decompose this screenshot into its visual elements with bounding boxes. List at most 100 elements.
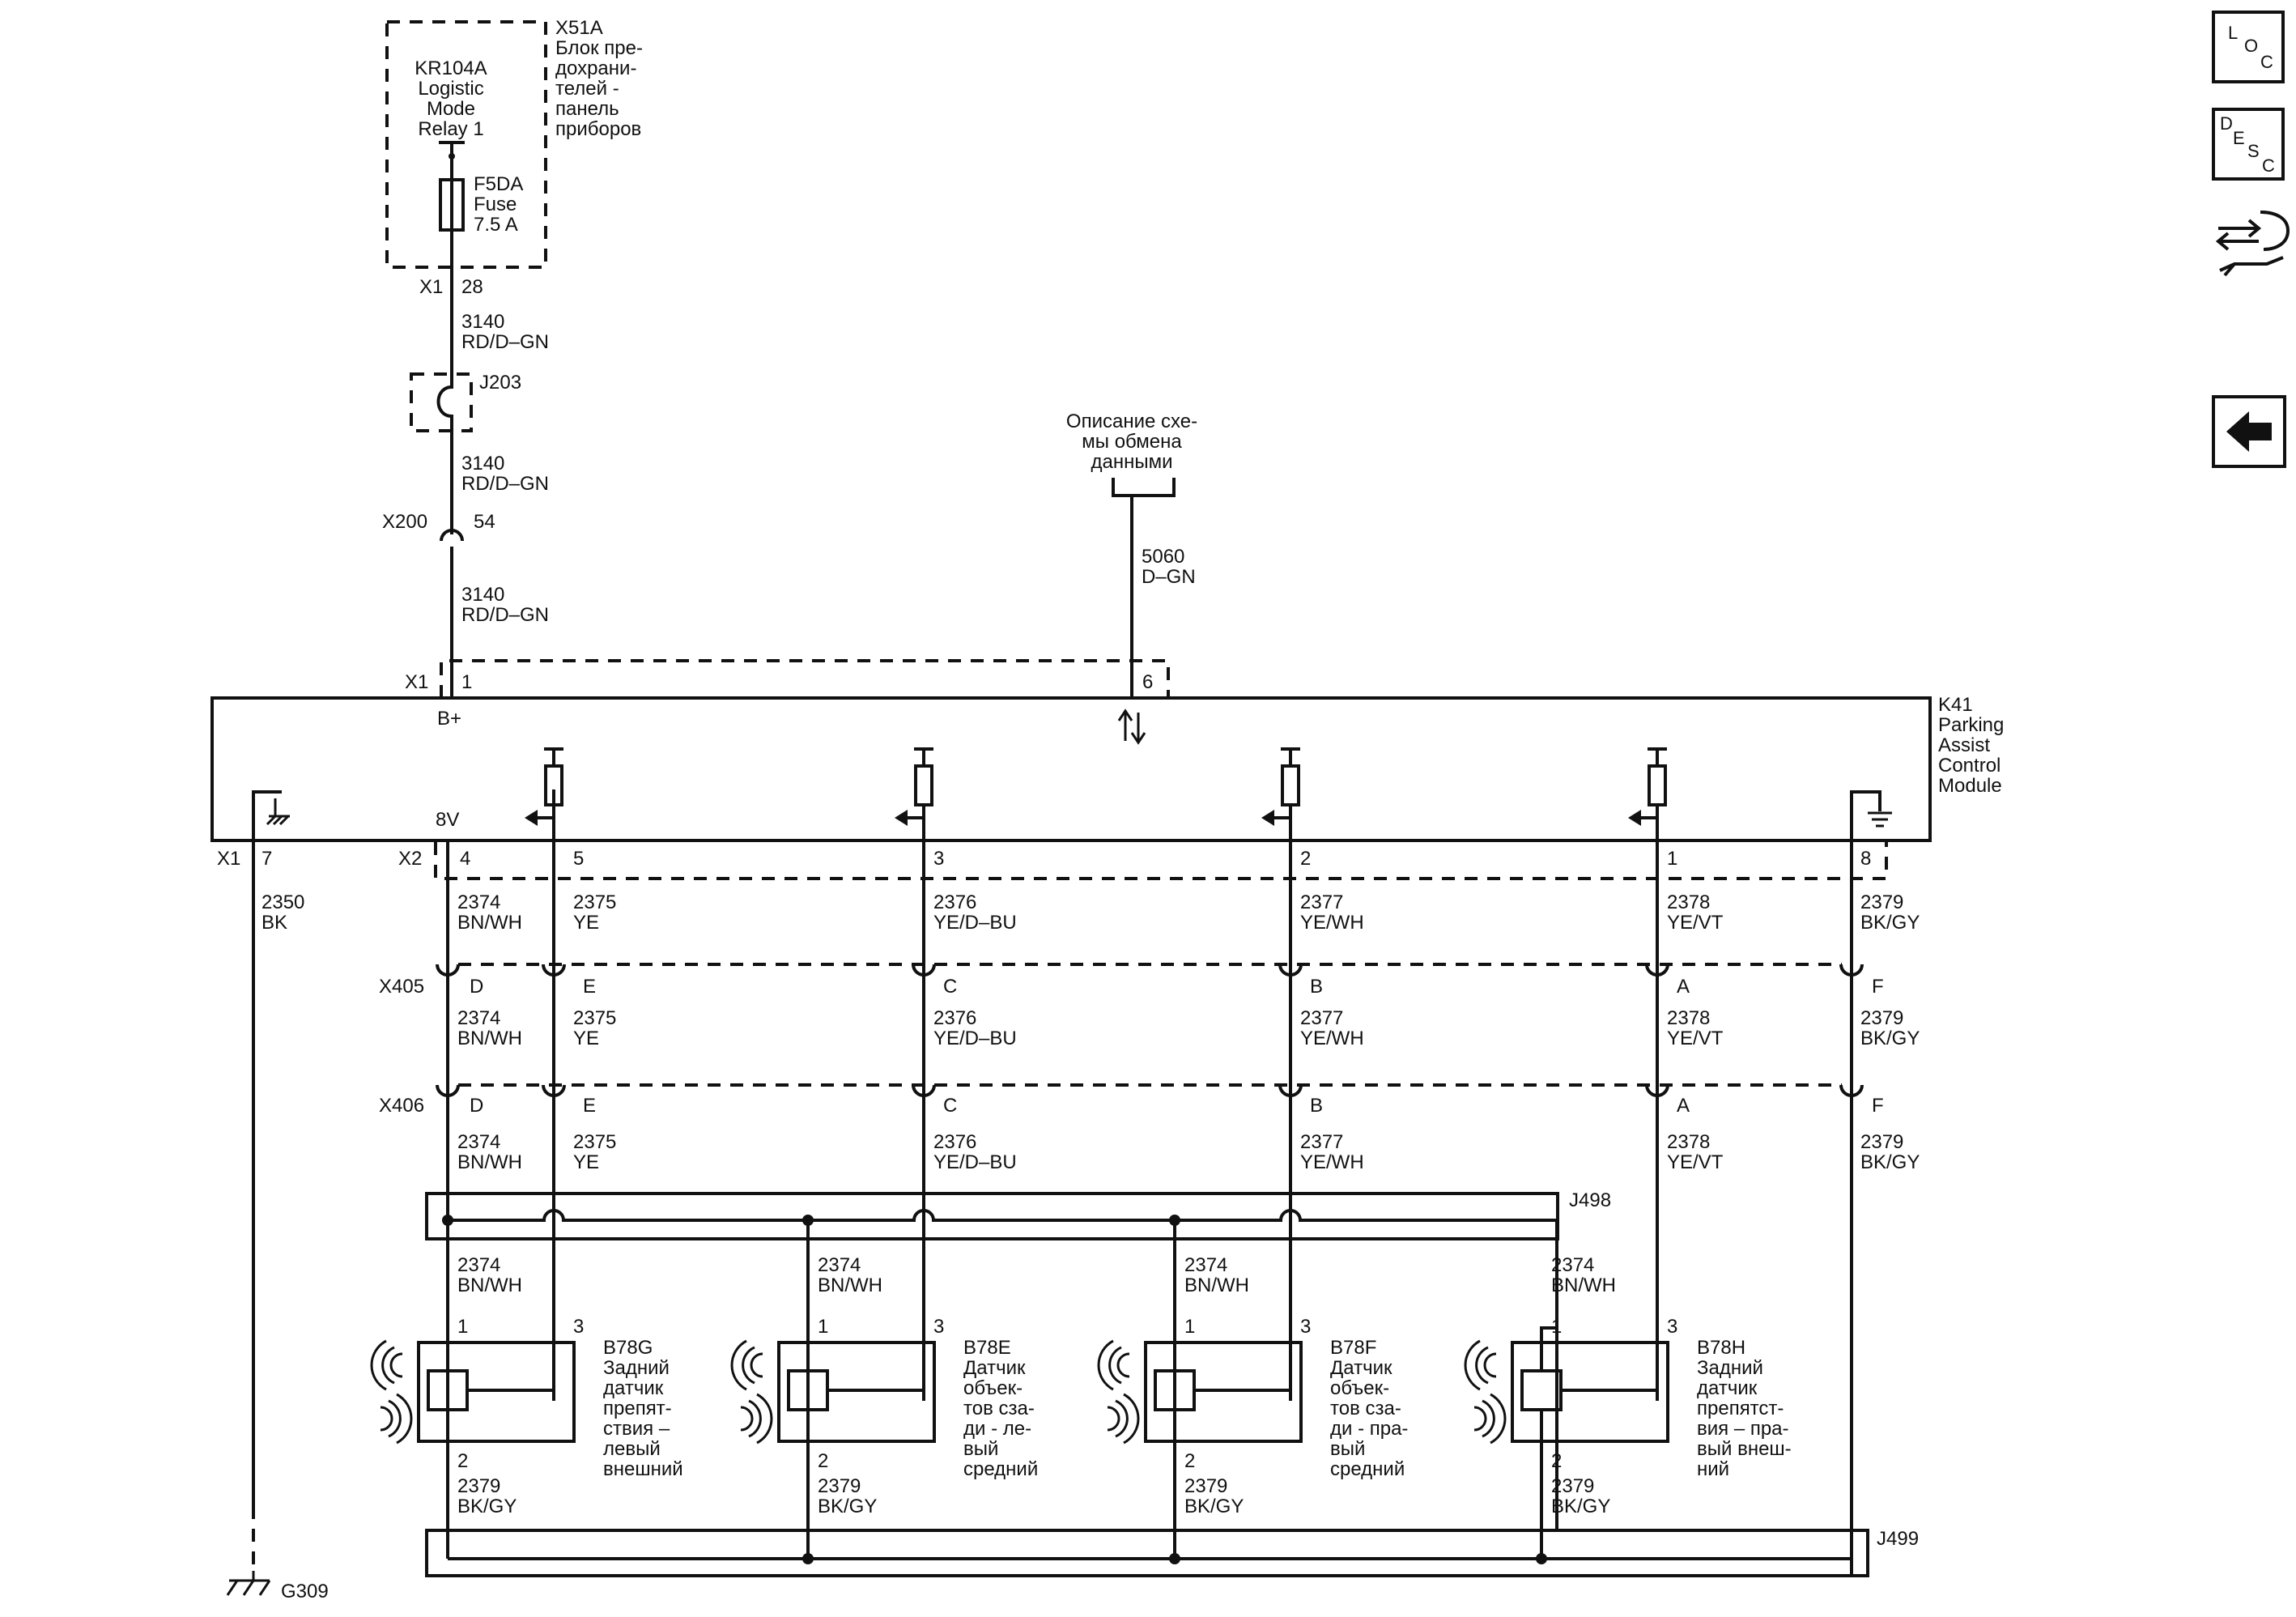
loc-label-o: O	[2244, 36, 2258, 56]
svg-text:объек-: объек-	[1330, 1377, 1389, 1399]
loc-button[interactable]: L O C	[2212, 11, 2285, 83]
x2-wire-6-circuit: 2379	[1860, 891, 1903, 913]
ultrasonic-wave-icon	[730, 1339, 773, 1445]
data-comm-bracket	[1112, 478, 1176, 497]
x405-wire-6-color: BK/GY	[1860, 1028, 1920, 1049]
sensor-2-name: B78E Датчик объек- тов сза- ди - ле- вый…	[963, 1337, 1038, 1480]
x406-wire-2-circuit: 2375	[573, 1131, 616, 1153]
loc-label-l: L	[2228, 23, 2238, 43]
sensor-2-bottom-color: BK/GY	[818, 1496, 877, 1517]
x405-pin-d: D	[470, 976, 483, 998]
sensor-b78f: 1 3 2	[1144, 1239, 1311, 1472]
module-top-connector-outline	[440, 659, 1170, 698]
x2-wire-2-color: YE	[573, 912, 599, 934]
chassis-ground-icon	[226, 1571, 271, 1596]
input-circuit-p5	[525, 747, 563, 840]
sensor-1-bottom-circuit: 2379	[457, 1475, 500, 1497]
sensor-3-top-color: BN/WH	[1184, 1274, 1249, 1296]
sensor-4-name: B78H Задний датчик препятст- вия – пра- …	[1697, 1337, 1792, 1480]
ground-icon	[1850, 790, 1892, 840]
x406-wire-1-color: BN/WH	[457, 1151, 522, 1173]
data-comm-color: D–GN	[1142, 566, 1196, 588]
x406-pin-c: C	[943, 1095, 957, 1117]
module-top-connector-ref: X1	[405, 671, 428, 693]
module-pin-2: 2	[1300, 848, 1311, 870]
svg-text:объек-: объек-	[963, 1377, 1023, 1399]
signal-arrow-icon	[895, 810, 908, 826]
sensor-2-bottom-circuit: 2379	[818, 1475, 861, 1497]
sensor-3-pin-3: 3	[1300, 1316, 1311, 1338]
x406-wire-4-color: YE/WH	[1300, 1151, 1364, 1173]
x405-wire-3-color: YE/D–BU	[933, 1028, 1017, 1049]
x406-wire-6-color: BK/GY	[1860, 1151, 1920, 1173]
sensor-b78g: 1 3 2	[417, 1239, 584, 1472]
fuse-block-ref: X51A	[555, 17, 603, 39]
module-pin-7: 7	[261, 848, 272, 870]
svg-text:ствия –: ствия –	[603, 1418, 670, 1440]
back-arrow-icon	[2226, 411, 2272, 452]
sensor-3-bottom-circuit: 2379	[1184, 1475, 1227, 1497]
svg-text:вия – пра-: вия – пра-	[1697, 1418, 1789, 1440]
ground-icon	[252, 790, 290, 840]
sensor-3-pin-2: 2	[1184, 1450, 1195, 1472]
x406-wire-3-circuit: 2376	[933, 1131, 976, 1153]
svg-text:левый: левый	[603, 1438, 661, 1460]
data-comm-circuit: 5060	[1142, 546, 1184, 568]
sensor-3-name: B78F Датчик объек- тов сза- ди - пра- вы…	[1330, 1337, 1408, 1480]
svg-text:вый внеш-: вый внеш-	[1697, 1438, 1792, 1460]
sensor-1-top-color: BN/WH	[457, 1274, 522, 1296]
sensor-2-pin-1: 1	[818, 1316, 828, 1338]
plug-wrench-icon[interactable]	[2215, 211, 2290, 277]
fuse-block-name-4: панель	[555, 98, 619, 120]
splice-j498-bus	[448, 1209, 1557, 1222]
svg-text:средний: средний	[963, 1458, 1038, 1480]
relay-label-2: Logistic	[418, 78, 483, 100]
x2-wire-4-circuit: 2377	[1300, 891, 1343, 913]
data-bidirectional-icon	[1117, 709, 1146, 745]
module-name-4: Module	[1938, 775, 2002, 797]
module-name-2: Assist	[1938, 734, 1990, 756]
module-ref: K41	[1938, 694, 1973, 716]
feed-wire-2-color: RD/D–GN	[461, 473, 549, 495]
x2-wire-6-color: BK/GY	[1860, 912, 1920, 934]
ultrasonic-wave-icon	[1464, 1339, 1507, 1445]
splice-j203-icon	[436, 372, 453, 431]
sensor-4-pin-3: 3	[1667, 1316, 1677, 1338]
desc-button[interactable]: D E S C	[2212, 108, 2285, 181]
svg-text:Задний: Задний	[1697, 1357, 1763, 1379]
svg-text:B78E: B78E	[963, 1337, 1011, 1359]
sensor-4-feed	[1540, 1296, 1558, 1343]
feed-wire-1-color: RD/D–GN	[461, 331, 549, 353]
module-pin-4: 4	[460, 848, 470, 870]
feed-wire-3-circuit: 3140	[461, 584, 504, 606]
x405-pin-c: C	[943, 976, 957, 998]
module-pin-5: 5	[573, 848, 584, 870]
sensor-2-pin-3: 3	[933, 1316, 944, 1338]
sensor-4-bottom-color: BK/GY	[1551, 1496, 1610, 1517]
fuse-block-name-3: телей -	[555, 78, 619, 100]
module-x2-connector-outline	[434, 842, 1888, 880]
sensor-3-pin-1: 1	[1184, 1316, 1195, 1338]
input-circuit-p2	[1261, 747, 1300, 840]
back-button[interactable]	[2212, 395, 2286, 468]
x2-wire-5-circuit: 2378	[1667, 891, 1710, 913]
x406-wire-6-circuit: 2379	[1860, 1131, 1903, 1153]
svg-text:тов сза-: тов сза-	[963, 1398, 1035, 1419]
x406-pin-b: B	[1310, 1095, 1323, 1117]
sensor-2-pin-2: 2	[818, 1450, 828, 1472]
svg-text:вый: вый	[963, 1438, 998, 1460]
module-bottom-connector-x2: X2	[398, 848, 422, 870]
connector-pin-icon	[436, 1084, 1864, 1097]
sensor-1-top-circuit: 2374	[457, 1254, 500, 1276]
desc-label-c: C	[2262, 155, 2275, 176]
ground-wire-circuit: 2350	[261, 891, 304, 913]
ground-wire-color: BK	[261, 912, 287, 934]
module-8v: 8V	[436, 809, 459, 831]
x406-ref: X406	[379, 1095, 424, 1117]
x405-wire-1-circuit: 2374	[457, 1007, 500, 1029]
fuse-block-name-1: Блок пре-	[555, 37, 643, 59]
module-top-pin-1: 1	[461, 671, 472, 693]
x406-wire-2-color: YE	[573, 1151, 599, 1173]
x406-pin-a: A	[1677, 1095, 1690, 1117]
x2-wire-5-color: YE/VT	[1667, 912, 1724, 934]
